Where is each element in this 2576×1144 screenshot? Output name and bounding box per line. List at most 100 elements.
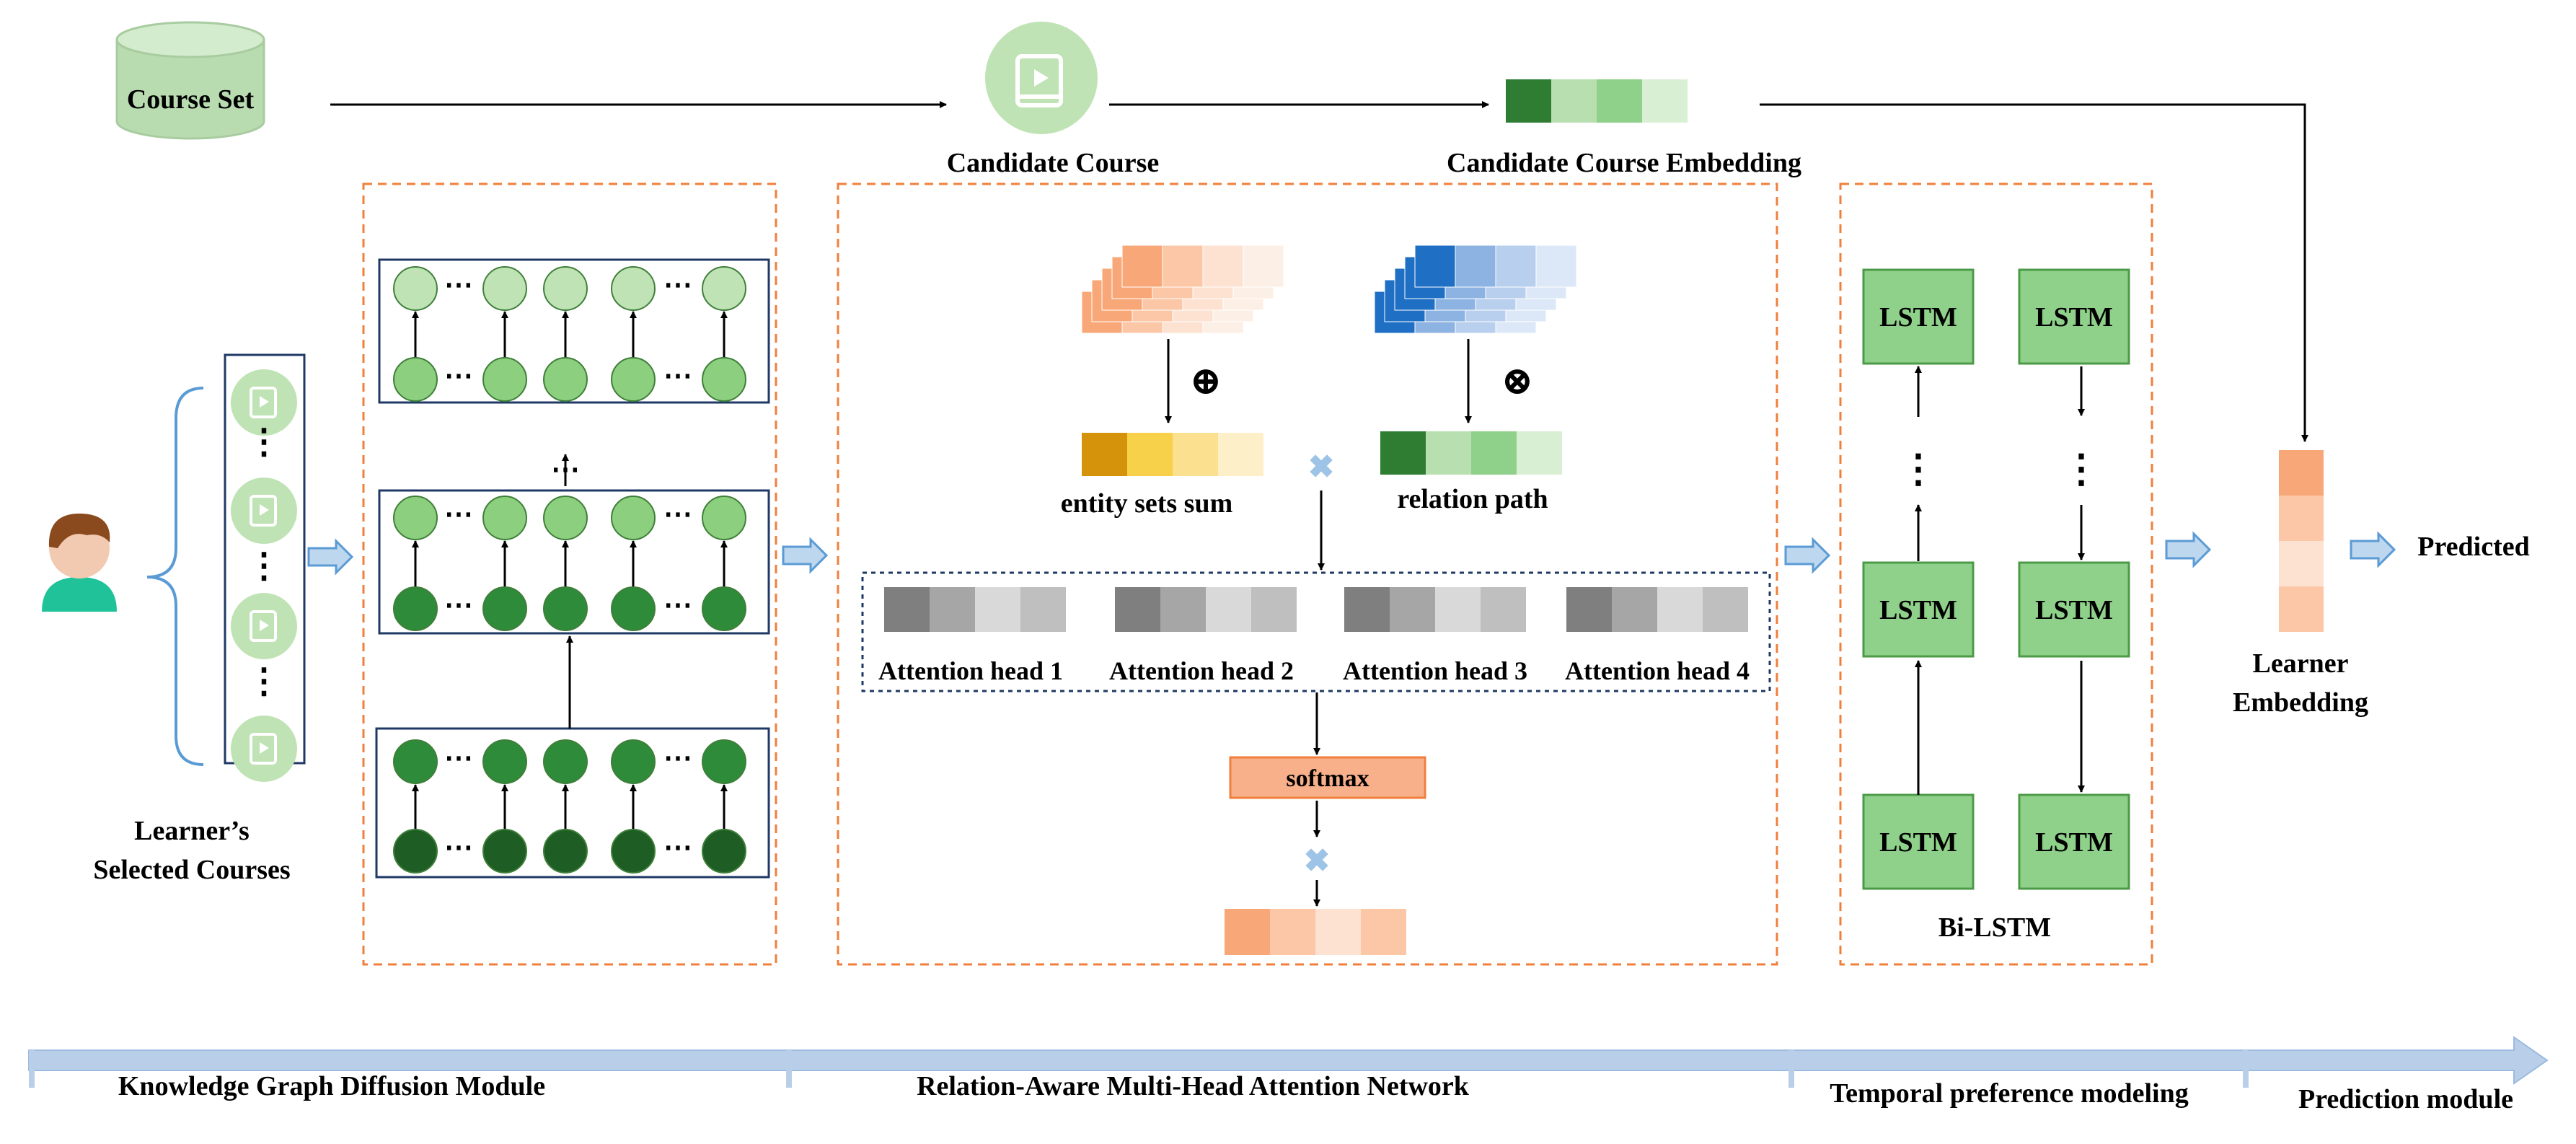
- attention-head-cell: [930, 587, 975, 632]
- learner-embedding-label-line1: Learner: [2253, 648, 2349, 679]
- module-timeline: [28, 1036, 2549, 1088]
- kg-node: [611, 829, 656, 874]
- lstm-box: [2018, 793, 2130, 890]
- flow-arrow-4: [2165, 532, 2211, 567]
- relation-stack-cell: [1414, 245, 1456, 288]
- lstm-label: LSTM: [2035, 302, 2113, 333]
- entity-sum-cell: [1082, 433, 1127, 476]
- kg-node: [393, 266, 438, 311]
- attention-head-cell: [1206, 587, 1251, 632]
- course-item: [231, 593, 297, 659]
- course-item: [231, 369, 297, 436]
- learner-embedding-cell: [2279, 450, 2324, 496]
- bi-lstm-label: Bi-LSTM: [1938, 912, 2051, 943]
- sum-operator: ⊕: [1189, 359, 1222, 402]
- kg-node: [611, 496, 656, 540]
- lstm-right-vdots: ⋮: [2062, 447, 2101, 490]
- multiply-operator-bottom: ✖: [1304, 843, 1331, 879]
- kg-node: [543, 496, 588, 540]
- bi-lstm-panel: [1839, 182, 2153, 966]
- entity-stack-cell: [1162, 245, 1204, 288]
- entity-stack-cell: [1243, 245, 1284, 288]
- attention-head-cell: [884, 587, 930, 632]
- attention-head-cell: [1390, 587, 1435, 632]
- kg-node: [702, 496, 746, 540]
- module-label-kg: Knowledge Graph Diffusion Module: [118, 1071, 545, 1101]
- entity-stack-cell: [1121, 245, 1163, 288]
- kg-ellipsis: ⋯: [663, 498, 692, 530]
- module-label-temporal: Temporal preference modeling: [1830, 1078, 2188, 1109]
- course-set-database: Course Set: [115, 21, 265, 140]
- kg-node: [543, 739, 588, 784]
- candidate-embedding-cell: [1642, 79, 1688, 123]
- lstm-label: LSTM: [1879, 302, 1957, 333]
- attention-head-cell: [1344, 587, 1390, 632]
- lstm-cell: LSTM: [2018, 268, 2130, 365]
- lstm-cell: LSTM: [2018, 561, 2130, 658]
- lstm-box: [1862, 793, 1975, 890]
- softmax-block: softmax: [1229, 756, 1426, 799]
- attention-head-cell: [1703, 587, 1748, 632]
- entity-sum-cell: [1127, 433, 1173, 476]
- module-label-attention: Relation-Aware Multi-Head Attention Netw…: [917, 1071, 1470, 1101]
- entity-stack: [1081, 245, 1284, 334]
- kg-node: [393, 739, 438, 784]
- attention-head-label: Attention head 1: [878, 656, 1063, 685]
- relation-path-label: relation path: [1397, 484, 1548, 514]
- attention-head-label: Attention head 3: [1343, 656, 1527, 685]
- kg-ellipsis: ⋯: [444, 268, 473, 301]
- course-vdots: ⋮: [247, 662, 281, 700]
- lstm-box: [2018, 561, 2130, 658]
- kg-node: [611, 739, 656, 784]
- kg-ellipsis: ⋯: [551, 453, 580, 485]
- kg-node: [393, 496, 438, 540]
- candidate-course: Candidate Course: [947, 22, 1160, 178]
- lstm-box: [1862, 268, 1975, 365]
- kg-node: [543, 586, 588, 631]
- kg-node: [702, 357, 746, 402]
- attention-head-cell: [1160, 587, 1206, 632]
- predicted-label: Predicted: [2417, 532, 2529, 562]
- kg-ellipsis: ⋯: [663, 589, 692, 621]
- lstm-label: LSTM: [1879, 827, 1957, 858]
- kg-node: [482, 739, 527, 784]
- kg-node: [702, 829, 746, 874]
- user-avatar-icon: [42, 514, 117, 612]
- learner-embedding-cell: [2279, 496, 2324, 541]
- kg-grid-frame: [378, 258, 770, 404]
- kg-node: [702, 586, 746, 631]
- output-vector-cell: [1225, 909, 1270, 955]
- kg-node: [482, 357, 527, 402]
- kg-ellipsis: ⋯: [444, 589, 473, 621]
- kg-grid-frame: [375, 727, 770, 879]
- attention-head-cell: [1435, 587, 1481, 632]
- lstm-cell: LSTM: [1862, 268, 1975, 365]
- relation-path-cell: [1517, 431, 1562, 475]
- lstm-cell: LSTM: [2018, 793, 2130, 890]
- candidate-course-label: Candidate Course: [947, 148, 1160, 178]
- relation-stack-cell: [1535, 245, 1577, 288]
- kg-diffusion-panel: [362, 182, 777, 966]
- kg-node: [611, 586, 656, 631]
- candidate-course-embedding: Candidate Course Embedding: [1447, 79, 1801, 178]
- attention-panel: [837, 182, 1778, 966]
- selected-courses-label-line2: Selected Courses: [93, 855, 290, 885]
- output-vector-cell: [1361, 909, 1406, 955]
- candidate-embedding-cell: [1597, 79, 1642, 123]
- relation-stack-cell: [1455, 245, 1496, 288]
- kg-node: [543, 829, 588, 874]
- course-brace: [146, 387, 204, 766]
- candidate-embedding-cell: [1551, 79, 1597, 123]
- kg-grid-2: ⋯⋯⋯⋯: [378, 489, 770, 635]
- attention-head-label: Attention head 4: [1565, 656, 1750, 685]
- softmax-label: softmax: [1286, 765, 1369, 792]
- kg-node: [543, 266, 588, 311]
- entity-sets-sum-vector: [1082, 433, 1263, 476]
- candidate-embedding-cell: [1506, 79, 1551, 123]
- kg-ellipsis: ⋯: [663, 742, 692, 774]
- flow-arrow-5: [2350, 532, 2396, 567]
- attention-head-cell: [1020, 587, 1066, 632]
- lstm-left-vdots: ⋮: [1899, 447, 1938, 490]
- kg-node: [482, 586, 527, 631]
- kg-node: [543, 357, 588, 402]
